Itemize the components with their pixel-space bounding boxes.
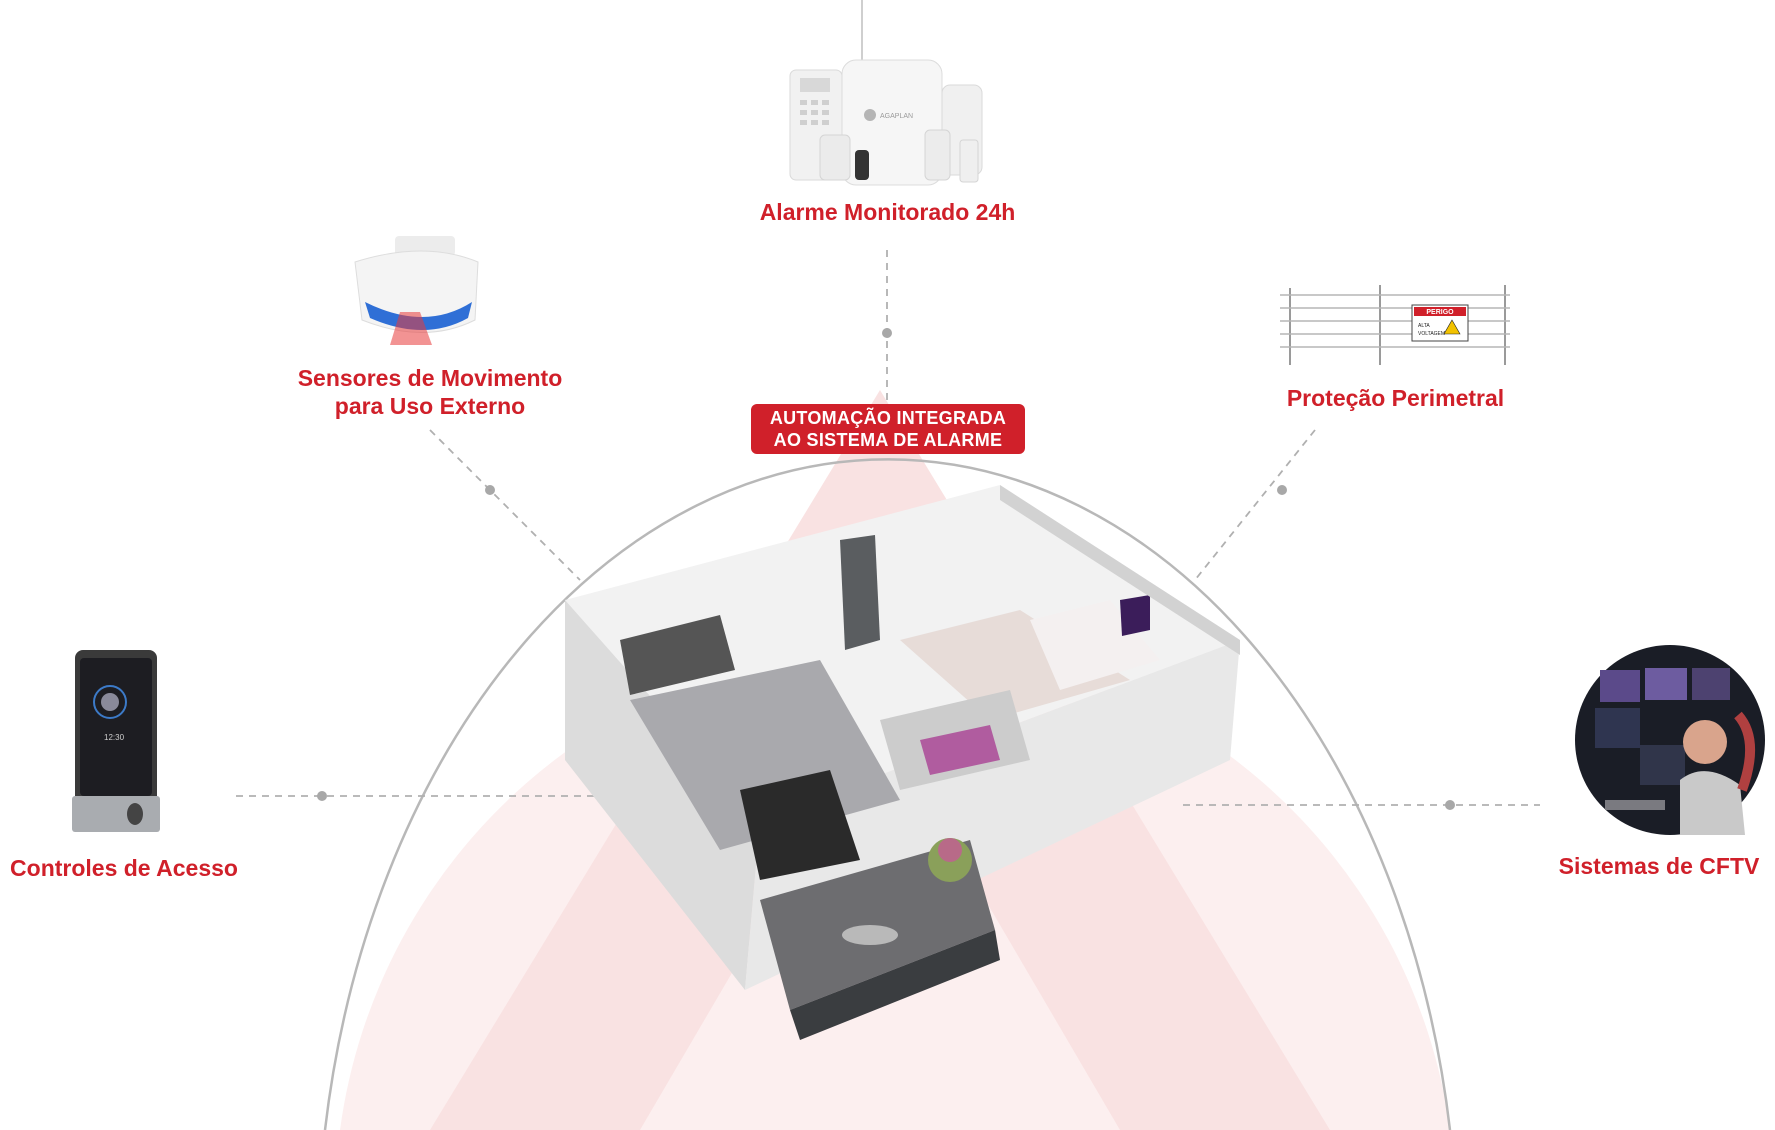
- label-cftv-text: Sistemas de CFTV: [1558, 853, 1760, 879]
- cctv-monitoring-icon: [1575, 645, 1765, 835]
- system-arc: [323, 458, 1452, 1130]
- danger-sign-header: PERIGO: [1426, 309, 1454, 316]
- node-alarm: [882, 328, 892, 338]
- access-screen-time: 12:30: [104, 733, 125, 742]
- electric-fence-icon: PERIGO ALTA VOLTAGEM: [1280, 285, 1510, 365]
- alarm-brand-text: AGAPLAN: [880, 113, 913, 120]
- label-alarm-text: Alarme Monitorado 24h: [759, 199, 1016, 225]
- node-access: [317, 791, 327, 801]
- label-access-control: Controles de Acesso: [0, 854, 248, 882]
- label-motion-line2: para Uso Externo: [334, 393, 526, 419]
- label-access-text: Controles de Acesso: [10, 855, 238, 881]
- node-cftv: [1445, 800, 1455, 810]
- connector-perimeter: [1194, 429, 1316, 581]
- label-motion-sensors: Sensores de Movimento para Uso Externo: [265, 364, 595, 420]
- automation-badge: AUTOMAÇÃO INTEGRADA AO SISTEMA DE ALARME: [751, 404, 1025, 454]
- danger-sign-line2: VOLTAGEM: [1418, 331, 1445, 337]
- badge-line1: AUTOMAÇÃO INTEGRADA: [769, 408, 1007, 428]
- motion-sensor-icon: [354, 236, 479, 345]
- connector-nodes: [317, 328, 1455, 810]
- node-perimeter: [1277, 485, 1287, 495]
- access-control-terminal-icon: 12:30: [72, 650, 160, 832]
- connectors: [236, 250, 1540, 806]
- danger-sign-line1: ALTA: [1418, 323, 1430, 329]
- label-cftv: Sistemas de CFTV: [1545, 852, 1773, 880]
- alarm-kit-icon: AGAPLAN: [789, 0, 983, 186]
- badge-line2: AO SISTEMA DE ALARME: [773, 430, 1003, 450]
- label-motion-line1: Sensores de Movimento: [297, 365, 563, 391]
- connector-motion: [429, 429, 581, 581]
- apartment-floorplan-illustration: [565, 485, 1240, 1040]
- label-perimeter: Proteção Perimetral: [1258, 384, 1533, 412]
- label-alarm: Alarme Monitorado 24h: [730, 198, 1045, 226]
- node-motion: [485, 485, 495, 495]
- label-perimeter-text: Proteção Perimetral: [1286, 385, 1505, 411]
